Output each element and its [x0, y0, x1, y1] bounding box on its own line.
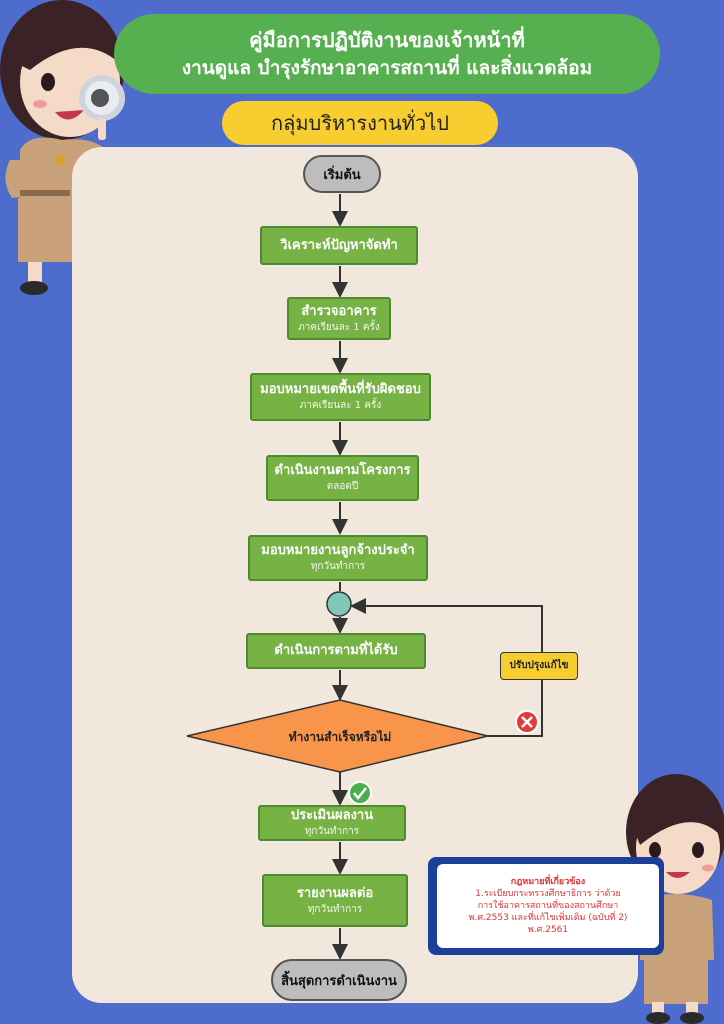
- step-label: รายงานผลต่อ: [296, 885, 374, 901]
- law-line: 1.ระเบียบกระทรวงศึกษาธิการ ว่าด้วย: [475, 889, 621, 899]
- step-project: ดำเนินงานตามโครงการ ตลอดปี: [266, 455, 419, 501]
- step-note: ทุกวันทำการ: [310, 561, 366, 572]
- title-banner: คู่มือการปฏิบัติงานของเจ้าหน้าที่ งานดูแ…: [114, 14, 660, 94]
- step-assign-zone: มอบหมายเขตพื้นที่รับผิดชอบ ภาคเรียนละ 1 …: [250, 373, 431, 421]
- step-report: รายงานผลต่อ ทุกวันทำการ: [262, 874, 408, 927]
- law-card-content: กฎหมายที่เกี่ยวข้อง 1.ระเบียบกระทรวงศึกษ…: [437, 864, 659, 948]
- page-title-line2: งานดูแล บำรุงรักษาอาคารสถานที่ และสิ่งแว…: [181, 57, 593, 79]
- law-line: พ.ศ.2561: [527, 925, 569, 935]
- step-label: ดำเนินการตามที่ได้รับ: [274, 643, 398, 658]
- check-circle-icon: [348, 781, 372, 805]
- law-line: พ.ศ.2553 และที่แก้ไขเพิ่มเติม (ฉบับที่ 2…: [468, 913, 628, 923]
- step-analyze: วิเคราะห์ปัญหาจัดทำ: [260, 226, 418, 265]
- step-label: สำรวจอาคาร: [301, 303, 377, 319]
- decision-diamond: [186, 699, 489, 773]
- step-label: วิเคราะห์ปัญหาจัดทำ: [280, 237, 398, 253]
- revise-box: ปรับปรุงแก้ไข: [500, 652, 578, 680]
- decision-label: ทำงานสำเร็จหรือไม่: [288, 730, 392, 744]
- step-note: ภาคเรียนละ 1 ครั้ง: [298, 321, 380, 333]
- step-note: ภาคเรียนละ 1 ครั้ง: [299, 400, 382, 411]
- step-survey: สำรวจอาคาร ภาคเรียนละ 1 ครั้ง: [287, 297, 391, 340]
- page-title-line1: คู่มือการปฏิบัติงานของเจ้าหน้าที่: [249, 28, 525, 52]
- group-pill: กลุ่มบริหารงานทั่วไป: [222, 101, 498, 145]
- step-note: ตลอดปี: [326, 481, 359, 492]
- step-label: ประเมินผลงาน: [290, 808, 374, 823]
- step-execute: ดำเนินการตามที่ได้รับ: [246, 633, 426, 669]
- end-node: สิ้นสุดการดำเนินงาน: [271, 959, 407, 1001]
- start-node: เริ่มต้น: [303, 155, 381, 193]
- law-line: การใช้อาคารสถานที่ของสถานศึกษา: [477, 901, 619, 911]
- loop-junction: [326, 591, 352, 617]
- step-label: มอบหมายงานลูกจ้างประจำ: [261, 543, 415, 558]
- step-assign-staff: มอบหมายงานลูกจ้างประจำ ทุกวันทำการ: [248, 535, 428, 581]
- step-note: ทุกวันทำการ: [307, 903, 363, 915]
- step-note: ทุกวันทำการ: [304, 826, 360, 837]
- step-label: ดำเนินงานตามโครงการ: [274, 463, 411, 478]
- x-circle-icon: [515, 710, 539, 734]
- step-evaluate: ประเมินผลงาน ทุกวันทำการ: [258, 805, 406, 841]
- step-label: มอบหมายเขตพื้นที่รับผิดชอบ: [260, 382, 421, 397]
- law-title: กฎหมายที่เกี่ยวข้อง: [510, 877, 586, 887]
